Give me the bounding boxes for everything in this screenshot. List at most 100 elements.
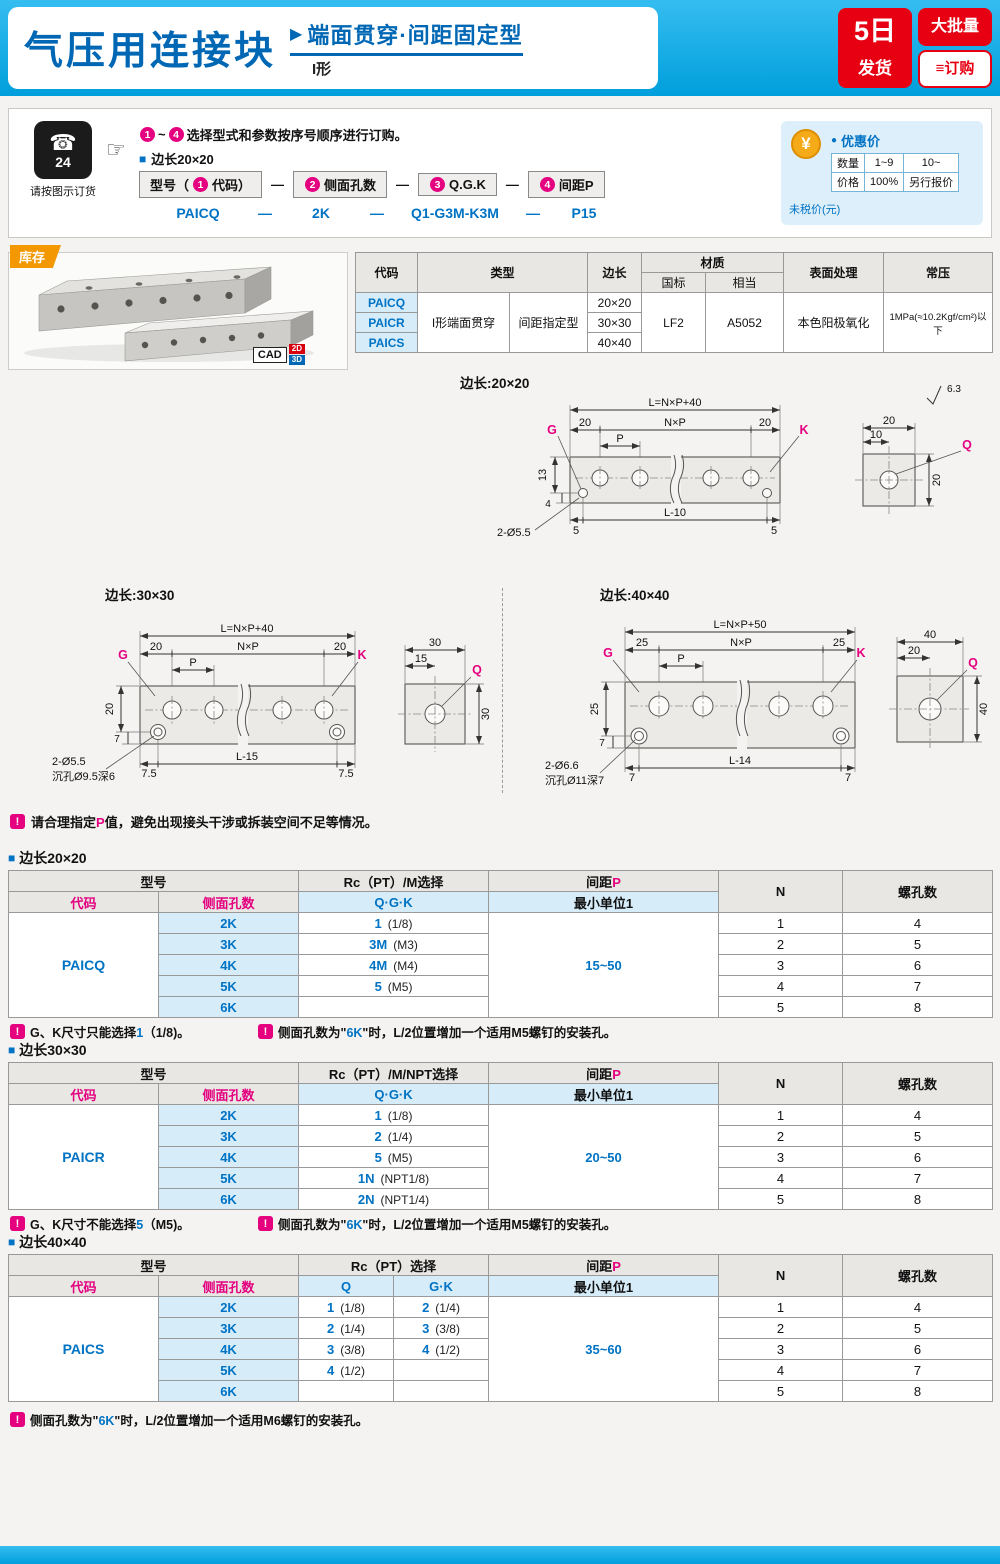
col-header-screws: 螺孔数 — [842, 1254, 994, 1297]
port-g-label: G — [603, 646, 613, 660]
col-header-model: 型号 — [7, 1062, 300, 1084]
formula-model-pre: 型号（ — [150, 178, 190, 193]
note-6k-20x20: ! 侧面孔数为"6K"时，L/2位置增加一个适用M5螺钉的安装孔。 — [258, 1022, 616, 1041]
cell-screws: 7 — [842, 1359, 994, 1381]
formula-qgk-box: 3 Q.G.K — [418, 173, 497, 196]
cell-thread-gk — [393, 1359, 490, 1381]
formula-dash: — — [396, 177, 410, 192]
example-dash: — — [526, 205, 540, 221]
cell-holes: 3K — [157, 933, 300, 955]
note-text: 侧面孔数为"6K"时，L/2位置增加一个适用M6螺钉的安装孔。 — [30, 1414, 369, 1428]
product-photo — [24, 266, 314, 362]
cell-holes: 2K — [157, 1104, 300, 1126]
example-holes: 2K — [312, 205, 330, 221]
cell-holes: 6K — [157, 996, 300, 1018]
phone-icon: ☎ — [49, 129, 77, 155]
col-header-thread: Rc（PT）选择 — [298, 1254, 490, 1276]
spec-gb-value: LF2 — [641, 292, 707, 353]
hole-spec-label: 2-Ø6.6 — [545, 760, 579, 772]
order-badge-label: 订购 — [944, 60, 975, 77]
note-text: 侧面孔数为"6K"时，L/2位置增加一个适用M5螺钉的安装孔。 — [278, 1026, 617, 1040]
cell-screws: 5 — [842, 1125, 994, 1147]
hole-spec-label: 2-Ø5.5 — [52, 756, 86, 768]
order-example-row: PAICQ — 2K — Q1-G3M-K3M — P15 — [139, 205, 627, 221]
col-header-min-unit: 最小单位1 — [488, 891, 720, 913]
cell-screws: 6 — [842, 1146, 994, 1168]
drawing-title: 边长:20×20 — [459, 375, 529, 391]
hole-spec-label: 2-Ø5.5 — [497, 527, 531, 539]
dim-pitch: P — [616, 433, 623, 445]
dim-edge-left: 25 — [636, 637, 648, 649]
cell-thread: 1N(NPT1/8) — [298, 1167, 490, 1189]
drawing-40x40: 边长:40×40 L=N×P+50 25 N×P 25 P G — [505, 586, 992, 801]
spec-pressure-value: 1MPa(≈10.2Kgf/cm²)以下 — [883, 292, 994, 353]
cell-thread-q — [298, 1380, 395, 1402]
drawing-20x20: 边长:20×20 L=N×P+40 20 N×P 20 P — [455, 372, 995, 552]
cell-holes: 6K — [157, 1380, 300, 1402]
drawing-40x40-svg: 边长:40×40 L=N×P+50 25 N×P 25 P G — [545, 587, 990, 787]
cell-screws: 4 — [842, 1296, 994, 1318]
dim-bottom-mid: L-10 — [664, 507, 686, 519]
ordering-instruction: 1 ~ 4 选择型式和参数按序号顺序进行订购。 — [139, 125, 408, 144]
spec-code-paicr: PAICR — [355, 312, 418, 333]
formula-pitch-box: 4 间距P — [527, 171, 605, 198]
dim-height-13: 13 — [537, 469, 549, 481]
col-header-qgk: Q·G·K — [298, 1083, 490, 1105]
note-icon: ! — [10, 1024, 25, 1039]
cell-n: 1 — [718, 1296, 844, 1318]
cell-holes: 5K — [157, 1359, 300, 1381]
cad-3d-badge[interactable]: 3D — [288, 355, 305, 365]
dim-end-width: 40 — [924, 629, 936, 641]
port-q-label: Q — [962, 438, 972, 452]
pitch-header-p: P — [612, 1258, 621, 1274]
page-subtitle: 端面贯穿·间距固定型 — [307, 22, 523, 48]
price-qty-range-1: 1~9 — [863, 153, 905, 173]
dim-pitch-span: N×P — [237, 641, 259, 653]
spec-type-1: I形端面贯穿 — [417, 292, 510, 353]
phone-24-label: 24 — [55, 153, 71, 170]
phone-order-label: 请按图示订货 — [30, 186, 96, 198]
dim-height: 20 — [104, 703, 116, 715]
spec-header-code: 代码 — [355, 252, 418, 293]
tax-note: 未税价(元) — [789, 204, 841, 216]
col-header-n: N — [718, 1062, 844, 1105]
spec-header-gb: 国标 — [641, 272, 707, 293]
cell-screws: 5 — [842, 1317, 994, 1339]
dim-pitch: P — [189, 657, 196, 669]
dim-bottom-left: 5 — [573, 525, 579, 537]
bottom-bar — [0, 1546, 1000, 1564]
cell-n: 3 — [718, 1146, 844, 1168]
phone-order-block: ☎ 24 请按图示订货 — [21, 121, 105, 199]
dim-edge-left: 20 — [150, 641, 162, 653]
cell-thread-gk: 4(1/2) — [393, 1338, 490, 1360]
dim-height: 25 — [589, 703, 601, 715]
spec-side-2: 30×30 — [587, 312, 643, 333]
spec-code-paicq: PAICQ — [355, 292, 418, 313]
cell-thread: 2N(NPT1/4) — [298, 1188, 490, 1210]
dim-edge-right: 20 — [334, 641, 346, 653]
phone-24-icon: ☎ 24 — [34, 121, 92, 179]
drawing-divider — [502, 588, 503, 793]
col-header-thread: Rc（PT）/M/NPT选择 — [298, 1062, 490, 1084]
cell-thread-q: 4(1/2) — [298, 1359, 395, 1381]
port-q-label: Q — [968, 656, 978, 670]
step-1-badge: 1 — [140, 127, 155, 142]
spec-side-3: 40×40 — [587, 332, 643, 353]
dim-edge-left: 20 — [579, 417, 591, 429]
cell-thread: 4M(M4) — [298, 954, 490, 976]
cell-n: 5 — [718, 1188, 844, 1210]
spec-table: 代码 类型 边长 材质 表面处理 常压 国标 相当 PAICQ I形端面贯穿 间… — [355, 252, 994, 353]
section-square-icon: ■ — [8, 1235, 16, 1249]
dim-end-height: 20 — [931, 474, 943, 486]
dim-bottom-right: 7 — [845, 772, 851, 784]
yen-coin-icon: ¥ — [791, 129, 821, 159]
pitch-header-p: P — [612, 874, 621, 890]
port-k-label: K — [856, 646, 865, 660]
cell-pitch-range: 15~50 — [488, 912, 720, 1018]
col-header-screws: 螺孔数 — [842, 1062, 994, 1105]
note-gk-30x30: ! G、K尺寸不能选择5（M5)。 — [10, 1214, 190, 1233]
cad-2d-badge[interactable]: 2D — [288, 344, 305, 354]
dim-end-height: 40 — [978, 703, 990, 715]
table-20x20: 型号 Rc（PT）/M选择 间距P N 螺孔数 代码 侧面孔数 Q·G·K 最小… — [7, 870, 994, 1018]
